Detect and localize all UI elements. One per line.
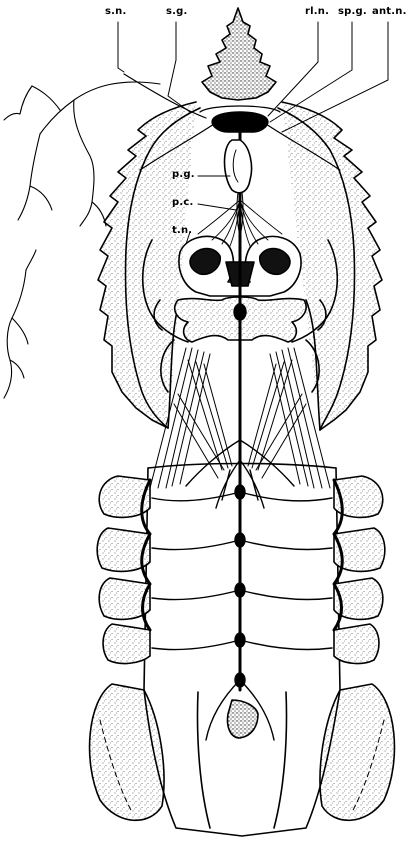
carapace-left xyxy=(98,102,196,428)
label-s-g: s.g. xyxy=(166,6,188,17)
label-ant-n: ant.n. xyxy=(372,6,407,17)
brain xyxy=(212,112,268,132)
label-rl-n: rl.n. xyxy=(305,6,329,17)
abdominal-pleura-right xyxy=(334,476,385,663)
tail-fan xyxy=(90,684,395,836)
label-t-n: t.n. xyxy=(172,225,192,236)
carapace-right xyxy=(282,102,382,430)
abdominal-pleura-left xyxy=(97,476,150,663)
label-sp-g: sp.g. xyxy=(338,6,367,17)
label-p-g: p.g. xyxy=(172,169,195,180)
rostrum xyxy=(202,8,276,100)
label-p-c: p.c. xyxy=(172,197,193,208)
label-s-n: s.n. xyxy=(105,6,126,17)
